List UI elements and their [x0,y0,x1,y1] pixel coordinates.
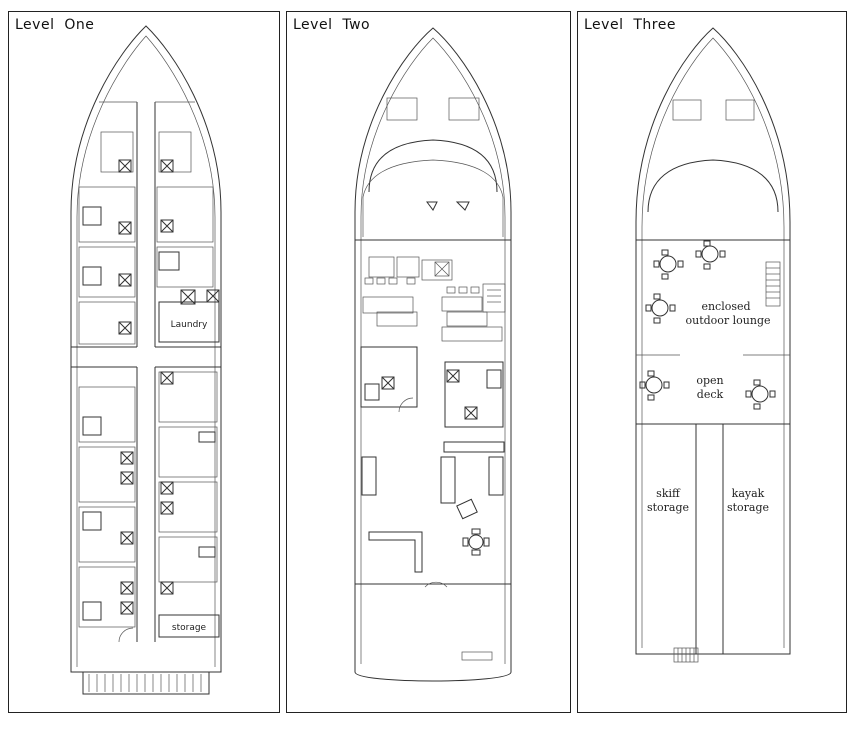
level-two-lounge-seating [361,441,505,520]
level-one-storage-room [158,614,220,638]
level-one-hull [70,25,222,673]
level-one-corridor [136,102,156,642]
level-one-fixtures-aft [82,371,216,621]
level-three-lounge-label-1: enclosed [701,300,750,313]
level-one-storage-label: storage [172,623,207,633]
level-three-stairs [765,261,781,307]
level-one-stern-grating [88,674,202,692]
level-three-kayak-label-2: storage [727,501,769,514]
level-three-deck-label-1: open [696,374,723,387]
level-three-lounge-label-2: outdoor lounge [685,314,770,327]
level-two-galley [368,256,506,313]
level-one-panel: Level One [8,11,280,713]
level-three-skiff-label-2: storage [647,501,689,514]
level-three-deck-tables [639,370,776,410]
level-two-counter [368,531,423,573]
level-three-kayak-label-1: kayak [732,487,765,500]
level-one-forward-cabins [78,101,214,345]
level-one-title: Level One [15,17,95,33]
level-two-cabin-port [360,346,418,408]
level-three-title: Level Three [584,17,676,33]
level-three-panel: Level Three enclosed outdoor lounge [577,11,847,713]
level-three-hull [635,27,791,655]
level-two-deck-plan [354,27,512,682]
level-three-skiff-bay [635,423,697,655]
level-two-cabin-starboard [444,361,504,428]
level-two-stern-steps [461,651,493,661]
level-three-skiff-label-1: skiff [656,487,681,500]
level-three-bridge [647,159,779,213]
level-one-laundry-room [158,301,220,343]
level-one-deck-plan: Laundry storage [70,25,222,695]
level-two-bridge [368,139,498,193]
level-one-laundry-label: Laundry [171,320,208,330]
level-three-kayak-bay [722,423,791,655]
level-two-hull [354,27,512,682]
level-two-title: Level Two [293,17,371,33]
level-three-stern-steps [673,647,699,663]
level-two-dining-tables [362,277,503,342]
level-three-deck-label-2: deck [697,388,724,401]
level-three-deck-plan: enclosed outdoor lounge open deck skiff … [635,27,791,663]
level-two-panel: Level Two [286,11,571,713]
level-one-aft-cabins [78,371,218,628]
level-two-round-table [462,528,490,556]
level-two-cabin-fixtures [364,369,502,420]
level-three-lounge-tables [645,240,726,324]
level-one-stern-platform [82,671,210,695]
